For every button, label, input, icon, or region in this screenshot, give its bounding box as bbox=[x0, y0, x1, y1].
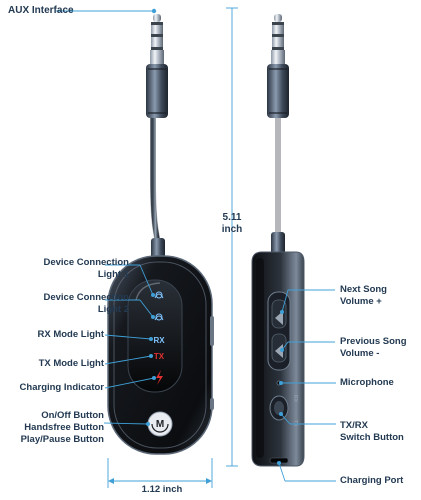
previous-song-label: Previous Song Volume - bbox=[340, 336, 407, 359]
width-dimension-label: 1.12 inch bbox=[141, 484, 183, 495]
next-song-label: Next Song Volume + bbox=[340, 284, 387, 307]
side-rx-mark: RX bbox=[292, 395, 298, 403]
device-light-2-label: Device Connection Light 2 bbox=[43, 292, 129, 315]
leader-dots bbox=[146, 8, 284, 465]
rx-led-label: RX bbox=[153, 336, 165, 345]
width-dimension-arrow bbox=[108, 478, 212, 484]
rx-mode-light-label: RX Mode Light bbox=[37, 329, 105, 340]
microphone-label: Microphone bbox=[340, 377, 394, 388]
device-light-1-label: Device Connection Light 1 bbox=[43, 257, 129, 280]
height-dimension-label: 5.11 inch bbox=[221, 212, 243, 235]
aux-interface-label: AUX Interface bbox=[8, 5, 74, 16]
side-tx-mark: TX bbox=[292, 420, 298, 427]
logo-button-mark: M bbox=[156, 419, 164, 430]
tx-mode-light-label: TX Mode Light bbox=[38, 358, 104, 369]
side-device: RX TX bbox=[251, 14, 305, 467]
onoff-button-label: On/Off Button Handsfree Button Play/Paus… bbox=[20, 410, 104, 445]
charging-indicator-label: Charging Indicator bbox=[19, 382, 104, 393]
charging-led-icon bbox=[156, 370, 163, 385]
txrx-switch-label: TX/RX Switch Button bbox=[340, 420, 404, 443]
tx-led-label: TX bbox=[154, 352, 165, 361]
front-device: RX TX M bbox=[107, 14, 214, 455]
charging-port-label: Charging Port bbox=[340, 475, 404, 486]
